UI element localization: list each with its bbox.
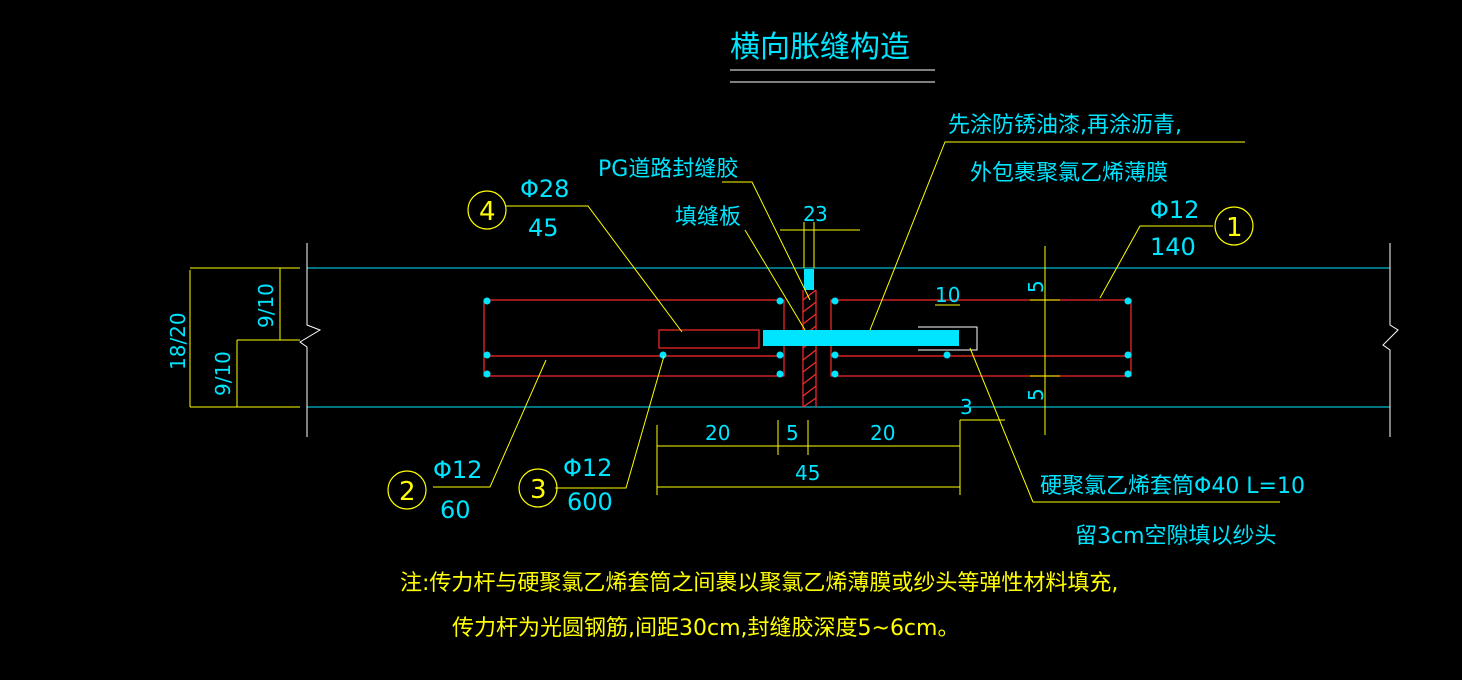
callout-id-3: 3 [530,475,547,505]
horizontal-dimensions [656,222,1005,495]
dim-20-left: 20 [705,421,730,445]
dowel-bar [763,330,959,346]
callout-2-dia: Φ12 [433,456,482,484]
label-coating-1: 先涂防锈油漆,再涂沥青, [948,113,1182,138]
label-sleeve: 硬聚氯乙烯套筒Φ40 L=10 [1040,474,1305,499]
callout-1-len: 140 [1150,233,1196,261]
dim-20-right: 20 [870,421,895,445]
dim-18-20: 18/20 [166,312,190,370]
callout-circle-1 [1214,206,1254,246]
callout-3-dia: Φ12 [563,454,612,482]
callout-circle-2 [387,470,427,510]
dim-3-top: 3 [815,202,828,226]
drawing-title: 横向胀缝构造 [730,30,910,65]
note-line-2: 传力杆为光圆钢筋,间距30cm,封缝胶深度5~6cm。 [452,616,959,641]
label-coating-2: 外包裹聚氯乙烯薄膜 [970,161,1168,186]
dim-5-lower: 5 [1024,388,1048,401]
callout-id-4: 4 [479,197,496,227]
filler-board-hatch [802,289,817,408]
dim-3-bottom: 3 [960,395,973,419]
dim-5-upper: 5 [1024,280,1048,293]
label-filler-board: 填缝板 [675,205,741,230]
leader-lines [433,141,1280,503]
callout-3-len: 600 [567,488,613,516]
callout-id-1: 1 [1226,213,1243,243]
dim-9-10-lower: 9/10 [211,351,235,396]
slab-outline [299,243,1399,437]
sealant-block [804,269,814,290]
vertical-dimensions [189,246,1060,435]
label-gap: 留3cm空隙填以纱头 [1075,524,1277,549]
dim-9-10-upper: 9/10 [254,283,278,328]
callout-1-dia: Φ12 [1150,196,1199,224]
dim-2: 2 [803,202,816,226]
sleeve-outline [918,326,978,351]
callout-id-2: 2 [399,477,416,507]
rebar-dots [483,297,1132,378]
callout-4-len: 45 [528,214,559,242]
callout-circle-4 [467,190,507,230]
dim-45: 45 [795,461,820,485]
label-pg-sealant: PG道路封缝胶 [598,157,738,182]
callout-circles [387,190,1254,510]
dim-10: 10 [935,283,960,307]
callout-circle-3 [518,468,558,508]
dim-5-center: 5 [786,421,799,445]
note-line-1: 注:传力杆与硬聚氯乙烯套筒之间裹以聚氯乙烯薄膜或纱头等弹性材料填充, [400,571,1118,596]
callout-4-dia: Φ28 [520,175,569,203]
callout-2-len: 60 [440,496,471,524]
